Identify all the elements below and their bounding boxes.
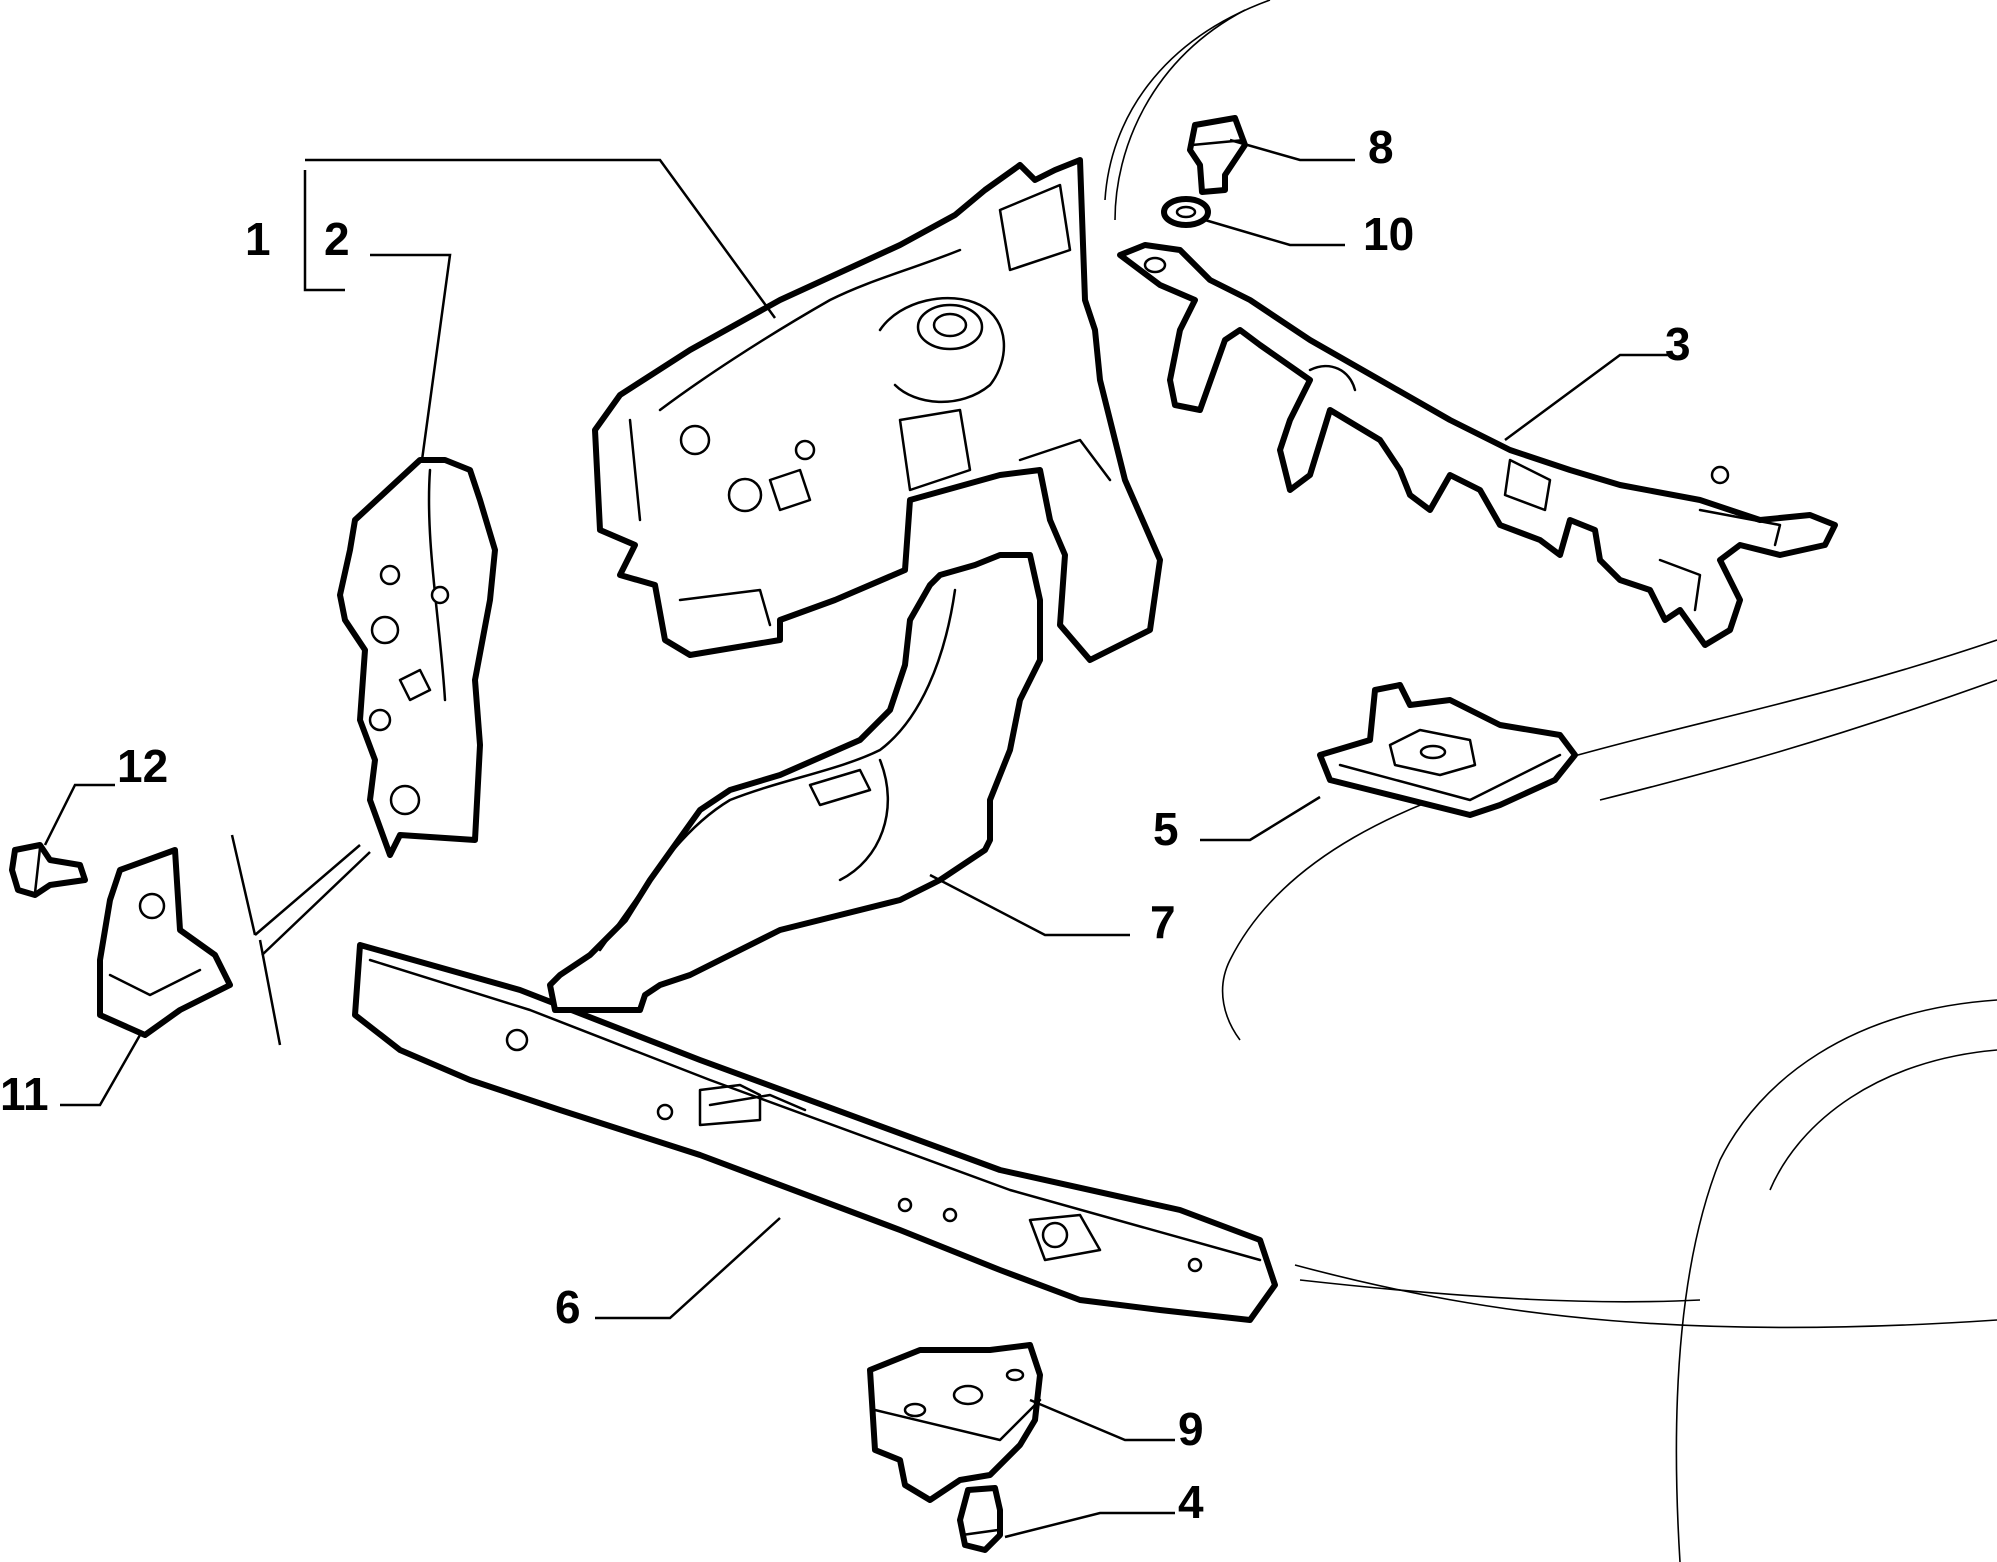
part-7-side-member xyxy=(547,552,1043,1013)
leader-lines xyxy=(43,138,1670,1539)
leader-4 xyxy=(1004,1511,1175,1539)
leader-2b xyxy=(254,844,371,956)
callout-6: 6 xyxy=(555,1281,581,1333)
callout-11: 11 xyxy=(0,1068,49,1120)
callout-9: 9 xyxy=(1178,1403,1204,1455)
callout-labels: 1 2 3 4 5 6 7 8 9 10 11 12 xyxy=(0,121,1691,1528)
part-12-bolt xyxy=(9,842,88,898)
leader-9 xyxy=(1029,1398,1175,1442)
callout-1: 1 xyxy=(245,213,271,265)
callout-12: 12 xyxy=(117,740,168,792)
callout-8: 8 xyxy=(1368,121,1394,173)
leader-8 xyxy=(1229,138,1355,162)
part-8-bolt xyxy=(1187,115,1248,195)
divider-line xyxy=(230,834,282,1046)
callout-2: 2 xyxy=(324,213,350,265)
part-4-bolt xyxy=(957,1485,1003,1553)
leader-7 xyxy=(929,873,1130,937)
callout-4: 4 xyxy=(1178,1476,1204,1528)
part-6-lower-crossmember xyxy=(352,942,1278,1323)
leader-3 xyxy=(1504,353,1670,442)
callout-10: 10 xyxy=(1363,208,1414,260)
part-1-wheelhouse-assembly xyxy=(592,157,1163,663)
leader-2 xyxy=(370,253,452,461)
part-5-mounting-plate xyxy=(1317,682,1578,818)
leader-10 xyxy=(1204,218,1345,247)
callout-5: 5 xyxy=(1153,803,1179,855)
part-11-corner-bracket xyxy=(97,847,233,1038)
leader-11 xyxy=(60,1034,142,1107)
leader-6 xyxy=(595,1217,781,1320)
part-9-lower-bracket xyxy=(867,1342,1043,1503)
leader-12 xyxy=(43,783,115,846)
callout-3: 3 xyxy=(1665,318,1691,370)
leader-1 xyxy=(303,158,777,319)
part-2-side-bracket xyxy=(337,457,498,858)
leader-5 xyxy=(1200,795,1321,842)
callout-7: 7 xyxy=(1150,896,1176,948)
part-10-washer xyxy=(1161,196,1211,228)
part-3-upper-crossmember xyxy=(1117,242,1838,648)
